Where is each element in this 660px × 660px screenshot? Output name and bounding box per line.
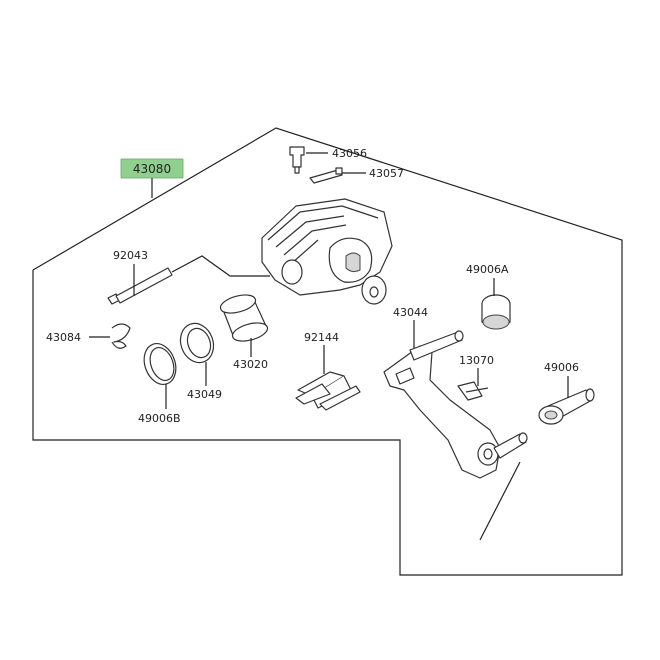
- piston-seal-part: [179, 322, 215, 364]
- assembly-outline: [32, 127, 623, 576]
- label-13070: 13070: [459, 354, 494, 367]
- retainer-clip-part: [457, 381, 489, 401]
- dust-seal-part: [143, 343, 177, 385]
- label-49006: 49006: [544, 361, 579, 374]
- clip-part: [111, 323, 131, 349]
- label-43049: 43049: [187, 388, 222, 401]
- label-43057: 43057: [369, 167, 404, 180]
- label-49006B: 49006B: [138, 412, 181, 425]
- assembly-label: 43080: [133, 162, 171, 176]
- label-43044: 43044: [393, 306, 428, 319]
- bleeder-cap-part: [309, 167, 343, 184]
- mount-leader: [479, 461, 521, 541]
- label-43056: 43056: [332, 147, 367, 160]
- pad-spring-part: [295, 371, 361, 411]
- piston-part: [219, 294, 269, 342]
- pin-boot-part: [538, 388, 595, 425]
- label-43020: 43020: [233, 358, 268, 371]
- pin-boot-a-part: [481, 294, 511, 330]
- label-92144: 92144: [304, 331, 339, 344]
- caliper-body: [261, 198, 393, 305]
- label-49006A: 49006A: [466, 263, 509, 276]
- label-43084: 43084: [46, 331, 81, 344]
- caliper-bracket-part: [383, 330, 528, 479]
- slide-pin-part: [107, 267, 173, 305]
- label-92043: 92043: [113, 249, 148, 262]
- bleeder-valve-part: [289, 146, 305, 174]
- leader-92043-to-body: [171, 255, 270, 277]
